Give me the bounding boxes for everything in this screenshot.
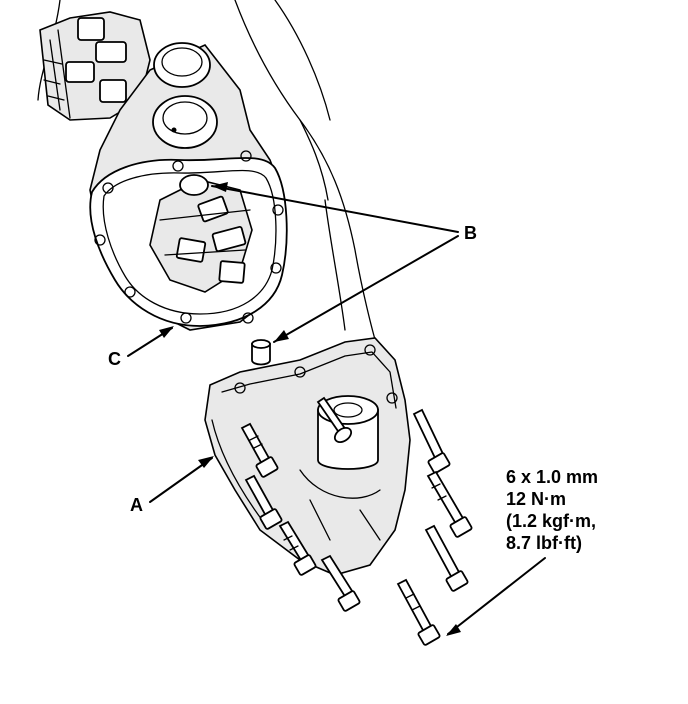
end-cover bbox=[204, 337, 411, 576]
callout-b: B bbox=[464, 223, 477, 243]
torque-nm: 12 N·m bbox=[506, 489, 567, 509]
bolt bbox=[424, 524, 469, 592]
transmission-housing bbox=[39, 11, 288, 331]
callout-a: A bbox=[130, 495, 143, 515]
leader-a bbox=[149, 457, 213, 503]
leader-b-lower bbox=[273, 235, 459, 343]
bolt bbox=[396, 578, 441, 646]
arrowhead bbox=[159, 326, 174, 338]
engine-casting-outline bbox=[37, 0, 379, 351]
leader-lines bbox=[127, 182, 546, 636]
bolt-size: 6 x 1.0 mm bbox=[506, 467, 599, 487]
arrowhead bbox=[198, 456, 214, 468]
leader-spec bbox=[447, 557, 546, 635]
bolt bbox=[316, 396, 353, 444]
bolt bbox=[278, 520, 317, 576]
torque-lbfft: 8.7 lbf·ft) bbox=[506, 533, 582, 553]
leader-b-upper bbox=[211, 185, 459, 233]
callout-c: C bbox=[108, 349, 121, 369]
torque-spec: 6 x 1.0 mm 12 N·m (1.2 kgf·m, 8.7 lbf·ft… bbox=[506, 466, 598, 554]
arrowhead bbox=[212, 182, 228, 192]
arrowhead bbox=[274, 330, 289, 342]
bolt bbox=[240, 422, 279, 478]
arrowhead bbox=[446, 624, 461, 636]
flange-bolts bbox=[240, 396, 473, 646]
bolt bbox=[320, 554, 361, 612]
bolt bbox=[244, 474, 283, 530]
torque-kgfm: (1.2 kgf·m, bbox=[506, 511, 597, 531]
dowel-pin bbox=[251, 339, 271, 366]
bolt bbox=[412, 408, 451, 474]
